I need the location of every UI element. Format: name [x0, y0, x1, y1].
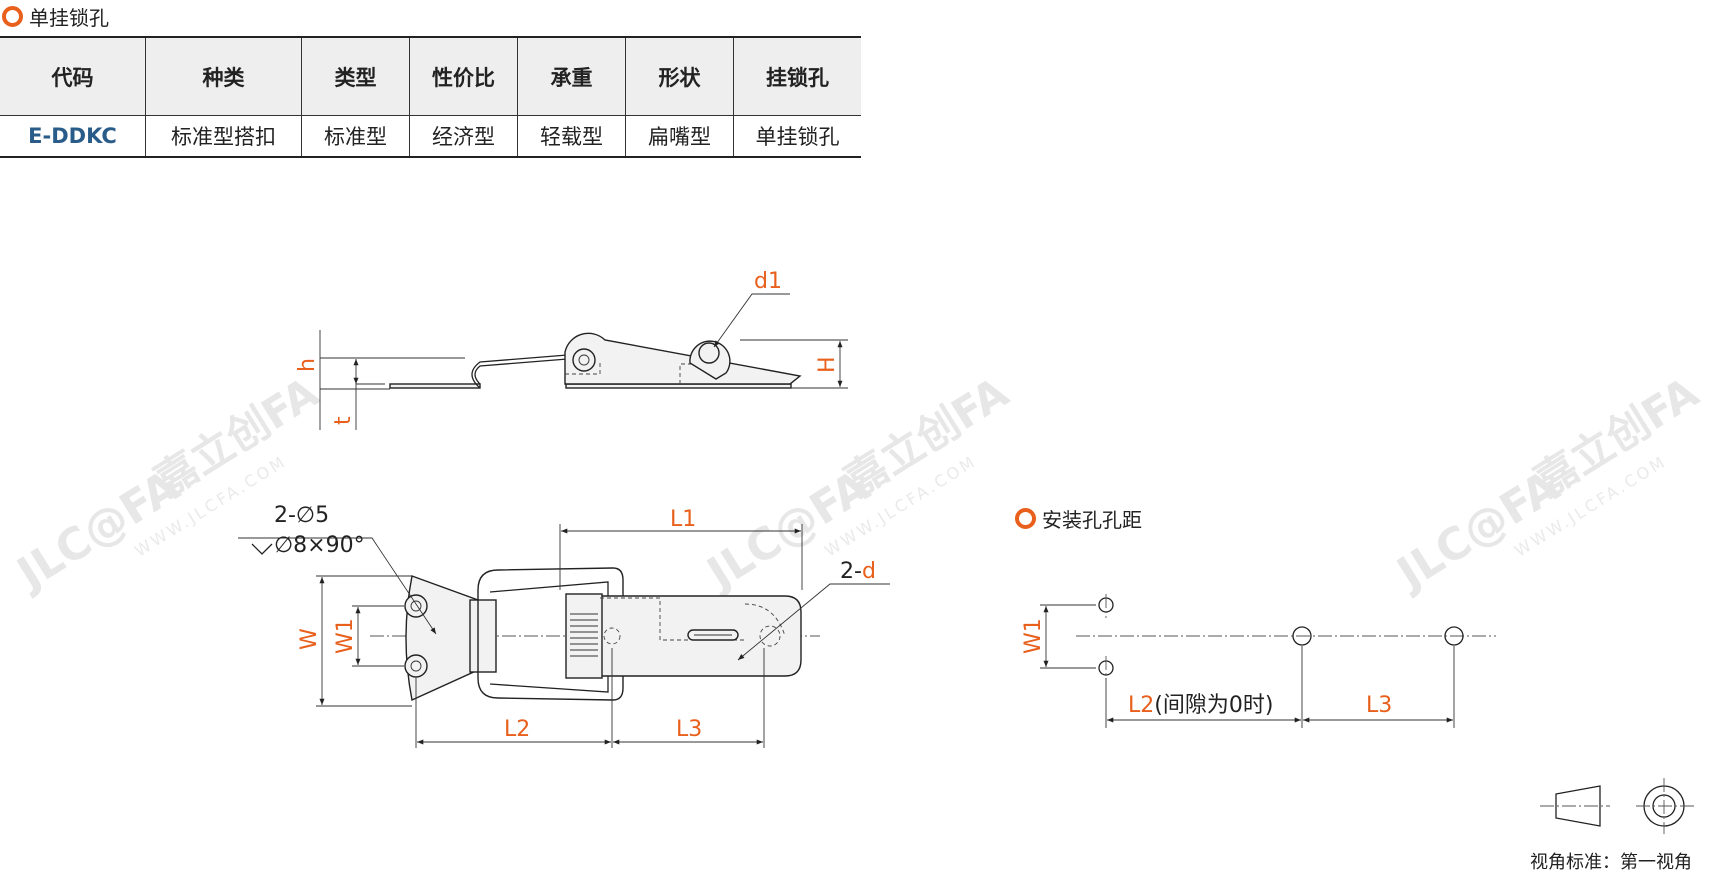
- dim-label-L1: L1: [670, 507, 696, 532]
- dim-label-h: h: [295, 358, 320, 372]
- dim-label-t: t: [331, 416, 356, 425]
- header-lock-hole: 挂锁孔: [733, 36, 861, 116]
- top-view: 2-∅5 ∅8×90° L1 2-d W W1 L2 L3: [238, 503, 890, 748]
- dim-label-W1: W1: [333, 618, 358, 654]
- dim-label-mount-L2-note: (间隙为0时): [1154, 693, 1273, 718]
- mount-hole-diagram: W1 L2(间隙为0时) L3: [1021, 594, 1496, 728]
- hidden-lines: [600, 597, 786, 641]
- wire-loop: [474, 357, 581, 385]
- leader-d1: [713, 293, 790, 348]
- dim-label-mount-W1: W1: [1021, 618, 1046, 654]
- cell-lock-hole: 单挂锁孔: [733, 115, 861, 158]
- mount-hole-countersink: [410, 600, 422, 612]
- wire-loop: [471, 353, 581, 389]
- spring-coils: [570, 613, 598, 657]
- first-angle-projection-icon: [1540, 778, 1694, 834]
- leader-2d: [737, 583, 890, 661]
- mount-hole: [1292, 626, 1312, 646]
- section-title-text: 单挂锁孔: [29, 6, 109, 30]
- circle-bullet-icon: [2, 6, 23, 27]
- hook: [469, 599, 497, 673]
- cell-shape: 扁嘴型: [625, 115, 734, 158]
- header-load: 承重: [517, 36, 626, 116]
- wire-loop: [477, 567, 624, 701]
- dim-label-hole-count: 2-∅5: [274, 503, 329, 528]
- cell-code[interactable]: E-DDKC: [0, 115, 146, 158]
- dim-label-2d: 2-d: [840, 559, 876, 584]
- dim-label-mount-L2-group: L2(间隙为0时): [1128, 693, 1273, 718]
- mount-hole: [404, 654, 428, 678]
- base-plate-left: [389, 383, 481, 389]
- countersink-icon: [251, 543, 273, 555]
- dim-label-d: d: [862, 559, 876, 584]
- side-view: h t H d1: [295, 269, 848, 430]
- cell-value: 经济型: [409, 115, 518, 158]
- section-title-text: 安装孔孔距: [1042, 508, 1142, 532]
- mount-hole: [1444, 626, 1464, 646]
- header-shape: 形状: [625, 36, 734, 116]
- mount-hole-countersink: [410, 660, 422, 672]
- projection-standard-label: 视角标准：第一视角: [1530, 852, 1692, 873]
- spring-housing: [565, 593, 603, 679]
- cell-load: 轻载型: [517, 115, 626, 158]
- hidden-pin: [603, 627, 621, 645]
- circle-bullet-icon: [1015, 508, 1036, 529]
- dim-label-L2: L2: [504, 717, 530, 742]
- dim-label-H: H: [815, 356, 840, 373]
- leader-holes: [238, 537, 437, 635]
- dim-label-W: W: [297, 628, 322, 650]
- header-type: 类型: [301, 36, 410, 116]
- dim-label-L3: L3: [676, 717, 702, 742]
- mount-hole-right: [759, 625, 781, 647]
- header-kind: 种类: [145, 36, 302, 116]
- section-title-mount-holes: 安装孔孔距: [1015, 504, 1142, 533]
- mount-hole: [404, 594, 428, 618]
- pivot-pin: [572, 348, 596, 372]
- table-header-row: 代码 种类 类型 性价比 承重 形状 挂锁孔: [0, 36, 861, 116]
- padlock-hole: [698, 342, 720, 364]
- table-row: E-DDKC 标准型搭扣 标准型 经济型 轻载型 扁嘴型 单挂锁孔: [0, 115, 861, 158]
- latch-body: [564, 332, 802, 385]
- hidden-lines: [565, 360, 720, 384]
- header-value: 性价比: [409, 36, 518, 116]
- dim-label-mount-L3: L3: [1366, 693, 1392, 718]
- cell-kind: 标准型搭扣: [145, 115, 302, 158]
- header-code: 代码: [0, 36, 146, 116]
- dim-label-mount-L2: L2: [1128, 693, 1154, 718]
- cell-type: 标准型: [301, 115, 410, 158]
- dim-label-countersink: ∅8×90°: [274, 533, 365, 558]
- spec-table: 代码 种类 类型 性价比 承重 形状 挂锁孔 E-DDKC 标准型搭扣 标准型 …: [0, 36, 861, 158]
- section-title-single-lock: 单挂锁孔: [2, 2, 109, 31]
- dim-label-2d-prefix: 2-: [840, 559, 862, 584]
- pivot-pin-hole: [578, 354, 590, 366]
- dim-label-d1: d1: [754, 269, 782, 294]
